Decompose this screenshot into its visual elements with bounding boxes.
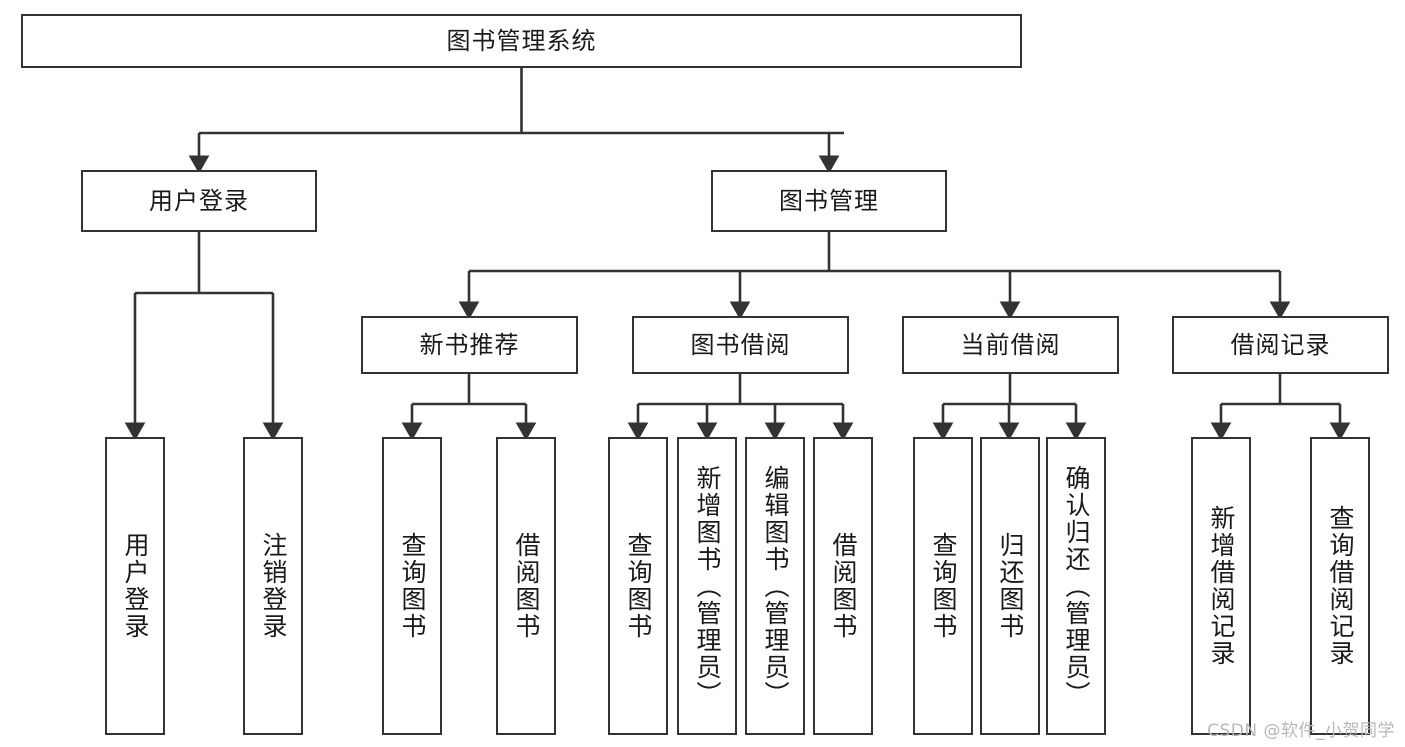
node-book-borrow-label: 图书借阅 [690,331,791,359]
node-root[interactable]: 图书管理系统 [21,14,1022,68]
node-leaf-user-login[interactable]: 用户登录 [105,437,165,735]
node-borrow-record[interactable]: 借阅记录 [1172,316,1389,374]
node-user-login[interactable]: 用户登录 [81,170,317,232]
node-leaf-query-book-3-label: 查询图书 [929,532,958,640]
node-leaf-return-book[interactable]: 归还图书 [980,437,1040,735]
node-leaf-query-book-1-label: 查询图书 [398,532,427,640]
node-leaf-borrow-book-1[interactable]: 借阅图书 [496,437,556,735]
node-leaf-edit-book[interactable]: 编辑图书（管理员） [745,437,805,735]
node-leaf-return-book-label: 归还图书 [996,532,1025,640]
node-leaf-borrow-book-1-label: 借阅图书 [512,532,541,640]
node-leaf-add-record[interactable]: 新增借阅记录 [1191,437,1251,735]
node-current-borrow-label: 当前借阅 [960,331,1061,359]
node-borrow-record-label: 借阅记录 [1230,331,1331,359]
node-user-login-label: 用户登录 [149,187,249,215]
node-current-borrow[interactable]: 当前借阅 [902,316,1119,374]
node-leaf-add-book[interactable]: 新增图书（管理员） [677,437,737,735]
node-leaf-add-record-label: 新增借阅记录 [1207,505,1236,667]
node-leaf-borrow-book-2[interactable]: 借阅图书 [813,437,873,735]
node-leaf-edit-book-label: 编辑图书（管理员） [761,464,790,708]
node-leaf-query-book-2[interactable]: 查询图书 [608,437,668,735]
node-root-label: 图书管理系统 [446,27,597,55]
node-leaf-add-book-label: 新增图书（管理员） [693,464,722,708]
node-leaf-confirm-return[interactable]: 确认归还（管理员） [1046,437,1106,735]
node-new-book-recommend[interactable]: 新书推荐 [361,316,578,374]
node-book-manage[interactable]: 图书管理 [711,170,947,232]
node-book-borrow[interactable]: 图书借阅 [632,316,849,374]
node-book-manage-label: 图书管理 [779,187,879,215]
node-leaf-confirm-return-label: 确认归还（管理员） [1062,464,1091,708]
node-leaf-user-logout-label: 注销登录 [259,532,288,640]
node-leaf-query-book-3[interactable]: 查询图书 [913,437,973,735]
node-leaf-query-book-2-label: 查询图书 [624,532,653,640]
node-leaf-user-login-label: 用户登录 [121,532,150,640]
node-leaf-query-book-1[interactable]: 查询图书 [382,437,442,735]
node-leaf-user-logout[interactable]: 注销登录 [243,437,303,735]
node-leaf-borrow-book-2-label: 借阅图书 [829,532,858,640]
node-leaf-query-record-label: 查询借阅记录 [1326,505,1355,667]
node-leaf-query-record[interactable]: 查询借阅记录 [1310,437,1370,735]
node-new-book-recommend-label: 新书推荐 [419,331,520,359]
